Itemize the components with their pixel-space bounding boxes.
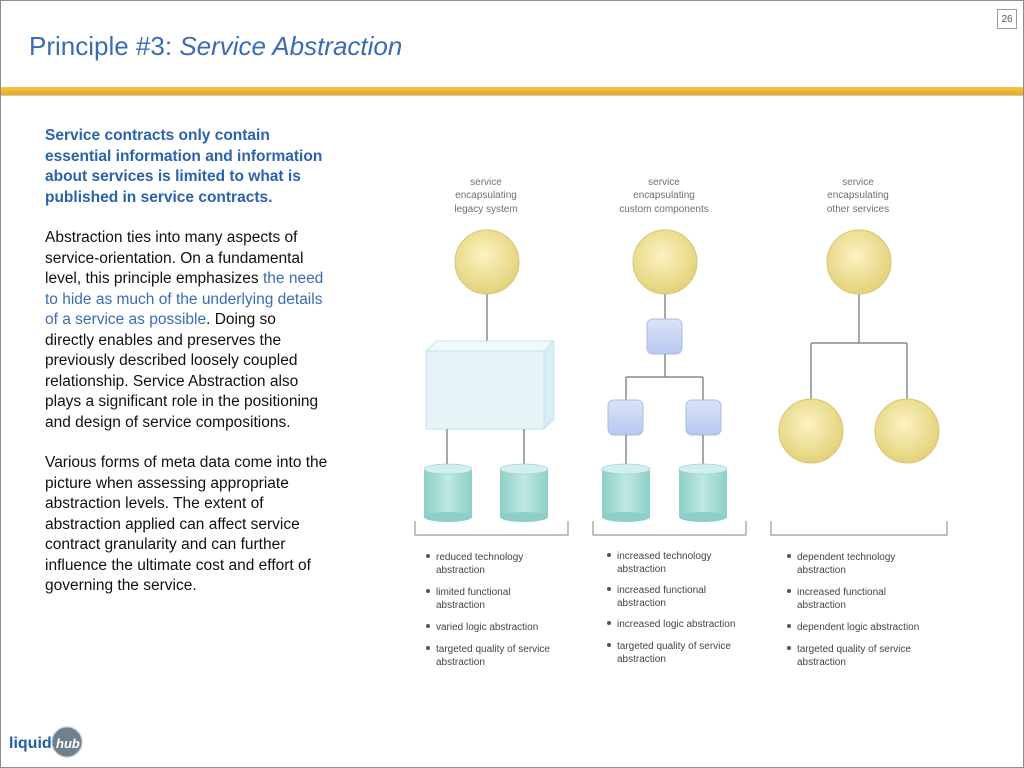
body-text: Service contracts only contain essential… xyxy=(45,126,329,617)
column-legacy-system: service encapsulating legacy system xyxy=(414,177,569,668)
title-prefix: Principle #3: xyxy=(29,31,180,61)
caption-other-line1: service xyxy=(842,177,874,188)
component-icon xyxy=(685,399,722,436)
database-icon xyxy=(423,463,473,522)
bullet-list: reduced technology abstraction limited f… xyxy=(426,552,550,668)
bullet-text: dependent technology xyxy=(797,552,895,563)
paragraph-abstraction: Abstraction ties into many aspects of se… xyxy=(45,228,329,433)
bullet-text: targeted quality of service xyxy=(436,644,550,655)
bullet-text: abstraction xyxy=(797,657,846,668)
slide-title: Principle #3: Service Abstraction xyxy=(29,31,402,62)
liquidhub-logo: liquid hub xyxy=(9,726,83,758)
slide-header: Principle #3: Service Abstraction 26 xyxy=(1,1,1023,87)
bullet-text: varied logic abstraction xyxy=(436,622,538,633)
bullet-text: abstraction xyxy=(797,565,846,576)
caption-other-line3: other services xyxy=(827,204,889,215)
bullet-text: targeted quality of service xyxy=(797,644,911,655)
caption-other-line2: encapsulating xyxy=(827,190,889,201)
bullet-text: abstraction xyxy=(436,657,485,668)
bullet-list: increased technology abstraction increas… xyxy=(607,551,735,665)
paragraph1-start: Abstraction ties into many aspects of se… xyxy=(45,229,304,287)
bullet-text: limited functional xyxy=(436,587,510,598)
bracket xyxy=(592,521,747,536)
service-icon xyxy=(778,398,844,464)
paragraph1-highlight: the need to hide as much of the underlyi… xyxy=(45,270,324,328)
column-other-services: service encapsulating other services dep… xyxy=(770,177,948,668)
bullet-text: increased functional xyxy=(617,585,706,596)
bullet-text: abstraction xyxy=(617,598,666,609)
logo-text-left: liquid xyxy=(9,735,52,752)
database-icon xyxy=(499,463,549,522)
title-emphasis: Service Abstraction xyxy=(179,31,403,61)
bullet-text: abstraction xyxy=(617,654,666,665)
paragraph-meta-data: Various forms of meta data come into the… xyxy=(45,454,328,594)
legacy-system-box xyxy=(424,339,556,431)
bullet-text: increased technology xyxy=(617,551,712,562)
abstraction-diagram: service encapsulating legacy system xyxy=(414,177,948,668)
bullet-text: abstraction xyxy=(436,565,485,576)
bracket xyxy=(414,521,569,536)
header-divider xyxy=(1,87,1023,95)
bullet-list: dependent technology abstraction increas… xyxy=(787,552,919,668)
paragraph1-end: . Doing so directly enables and preserve… xyxy=(45,311,319,431)
database-icon xyxy=(678,463,728,522)
page-number: 26 xyxy=(997,9,1017,29)
header-divider-shadow xyxy=(1,95,1023,96)
caption-legacy-line2: encapsulating xyxy=(455,190,517,201)
service-icon xyxy=(632,229,698,295)
service-icon xyxy=(826,229,892,295)
caption-custom-line1: service xyxy=(648,177,680,188)
caption-custom-line2: encapsulating xyxy=(633,190,695,201)
caption-custom-line3: custom components xyxy=(619,204,709,215)
column-custom-components: service encapsulating custom components xyxy=(592,177,747,665)
bullet-text: increased functional xyxy=(797,587,886,598)
bullet-text: reduced technology xyxy=(436,552,523,563)
bullet-text: dependent logic abstraction xyxy=(797,622,919,633)
component-icon xyxy=(646,318,683,355)
bullet-text: abstraction xyxy=(436,600,485,611)
caption-legacy-line3: legacy system xyxy=(454,204,517,215)
lead-statement: Service contracts only contain essential… xyxy=(45,127,323,206)
database-icon xyxy=(601,463,651,522)
component-icon xyxy=(607,399,644,436)
bullet-text: abstraction xyxy=(617,564,666,575)
bullet-text: increased logic abstraction xyxy=(617,619,735,630)
bullet-text: targeted quality of service xyxy=(617,641,731,652)
service-icon xyxy=(454,229,520,295)
bracket xyxy=(770,521,948,536)
bullet-text: abstraction xyxy=(797,600,846,611)
service-icon xyxy=(874,398,940,464)
logo-text-right: hub xyxy=(56,736,80,751)
caption-legacy-line1: service xyxy=(470,177,502,188)
